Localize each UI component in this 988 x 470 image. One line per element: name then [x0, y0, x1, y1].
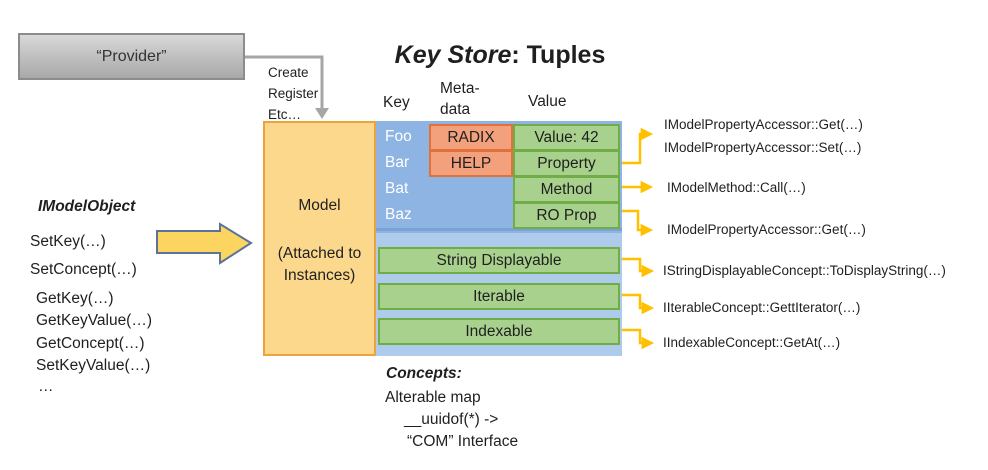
imodelobject-to-model-arrow: [156, 222, 253, 265]
connector-property: [622, 127, 654, 165]
key-row-bat: Bat: [385, 180, 409, 197]
page-title: Key Store: Tuples: [310, 41, 690, 70]
value-cell-roprop: RO Prop: [513, 202, 620, 229]
key-store-divider: [376, 228, 622, 231]
model-box-subtitle: (Attached to Instances): [277, 245, 362, 284]
concept-bar-iterable: Iterable: [378, 283, 620, 310]
method-setkey: SetKey(…): [30, 233, 106, 250]
provider-arrow-annotation: Create Register Etc…: [268, 62, 318, 125]
value-cell-method: Method: [513, 176, 620, 203]
title-tuples: Tuples: [526, 41, 606, 69]
connector-iterable: [622, 293, 655, 315]
method-getkey: GetKey(…): [36, 290, 114, 307]
key-row-baz: Baz: [385, 206, 412, 223]
interface-string-displayable: IStringDisplayableConcept::ToDisplayStri…: [663, 263, 946, 278]
annotation-line: Register: [268, 86, 319, 101]
annotation-line: Etc…: [268, 107, 302, 122]
model-box: Model (Attached to Instances): [263, 121, 376, 356]
column-header-value: Value: [528, 93, 567, 110]
value-cell-value42: Value: 42: [513, 124, 620, 151]
imodelobject-heading: IModelObject: [38, 198, 136, 215]
method-setconcept: SetConcept(…): [30, 261, 137, 278]
interface-property-set: IModelPropertyAccessor::Set(…): [664, 140, 862, 155]
connector-indexable: [622, 328, 655, 350]
column-header-key: Key: [383, 94, 410, 111]
concepts-line-alterable-map: Alterable map: [385, 389, 481, 406]
interface-indexable: IIndexableConcept::GetAt(…): [663, 335, 841, 350]
connector-string-displayable: [622, 257, 655, 278]
key-row-foo: Foo: [385, 128, 412, 145]
interface-roprop-get: IModelPropertyAccessor::Get(…): [667, 222, 866, 237]
column-header-metadata: Meta- data: [440, 78, 480, 120]
concept-bar-indexable: Indexable: [378, 318, 620, 345]
concept-bar-string-displayable: String Displayable: [378, 247, 620, 274]
method-ellipsis: …: [38, 378, 54, 395]
title-keystore: Key Store: [394, 41, 512, 69]
concepts-line-uuidof: __uuidof(*) ->: [404, 411, 499, 428]
interface-iterable: IIterableConcept::GettIterator(…): [663, 300, 861, 315]
key-row-bar: Bar: [385, 154, 410, 171]
provider-label: “Provider”: [96, 47, 167, 65]
interface-method-call: IModelMethod::Call(…): [667, 180, 806, 195]
provider-box: “Provider”: [18, 33, 245, 80]
metadata-header-line1: Meta-: [440, 80, 480, 97]
method-setkeyvalue: SetKeyValue(…): [36, 357, 151, 374]
concepts-heading: Concepts:: [386, 365, 462, 382]
title-separator: :: [511, 41, 527, 69]
metadata-header-line2: data: [440, 101, 471, 118]
value-cell-property: Property: [513, 150, 620, 177]
metadata-cell-radix: RADIX: [429, 124, 513, 151]
metadata-cell-help: HELP: [429, 150, 513, 177]
method-getkeyvalue: GetKeyValue(…): [36, 312, 153, 329]
connector-roprop: [622, 209, 654, 237]
interface-property-get: IModelPropertyAccessor::Get(…): [664, 117, 863, 132]
model-box-title: Model: [298, 197, 341, 214]
method-getconcept: GetConcept(…): [36, 335, 145, 352]
concepts-line-com-interface: “COM” Interface: [407, 433, 519, 450]
